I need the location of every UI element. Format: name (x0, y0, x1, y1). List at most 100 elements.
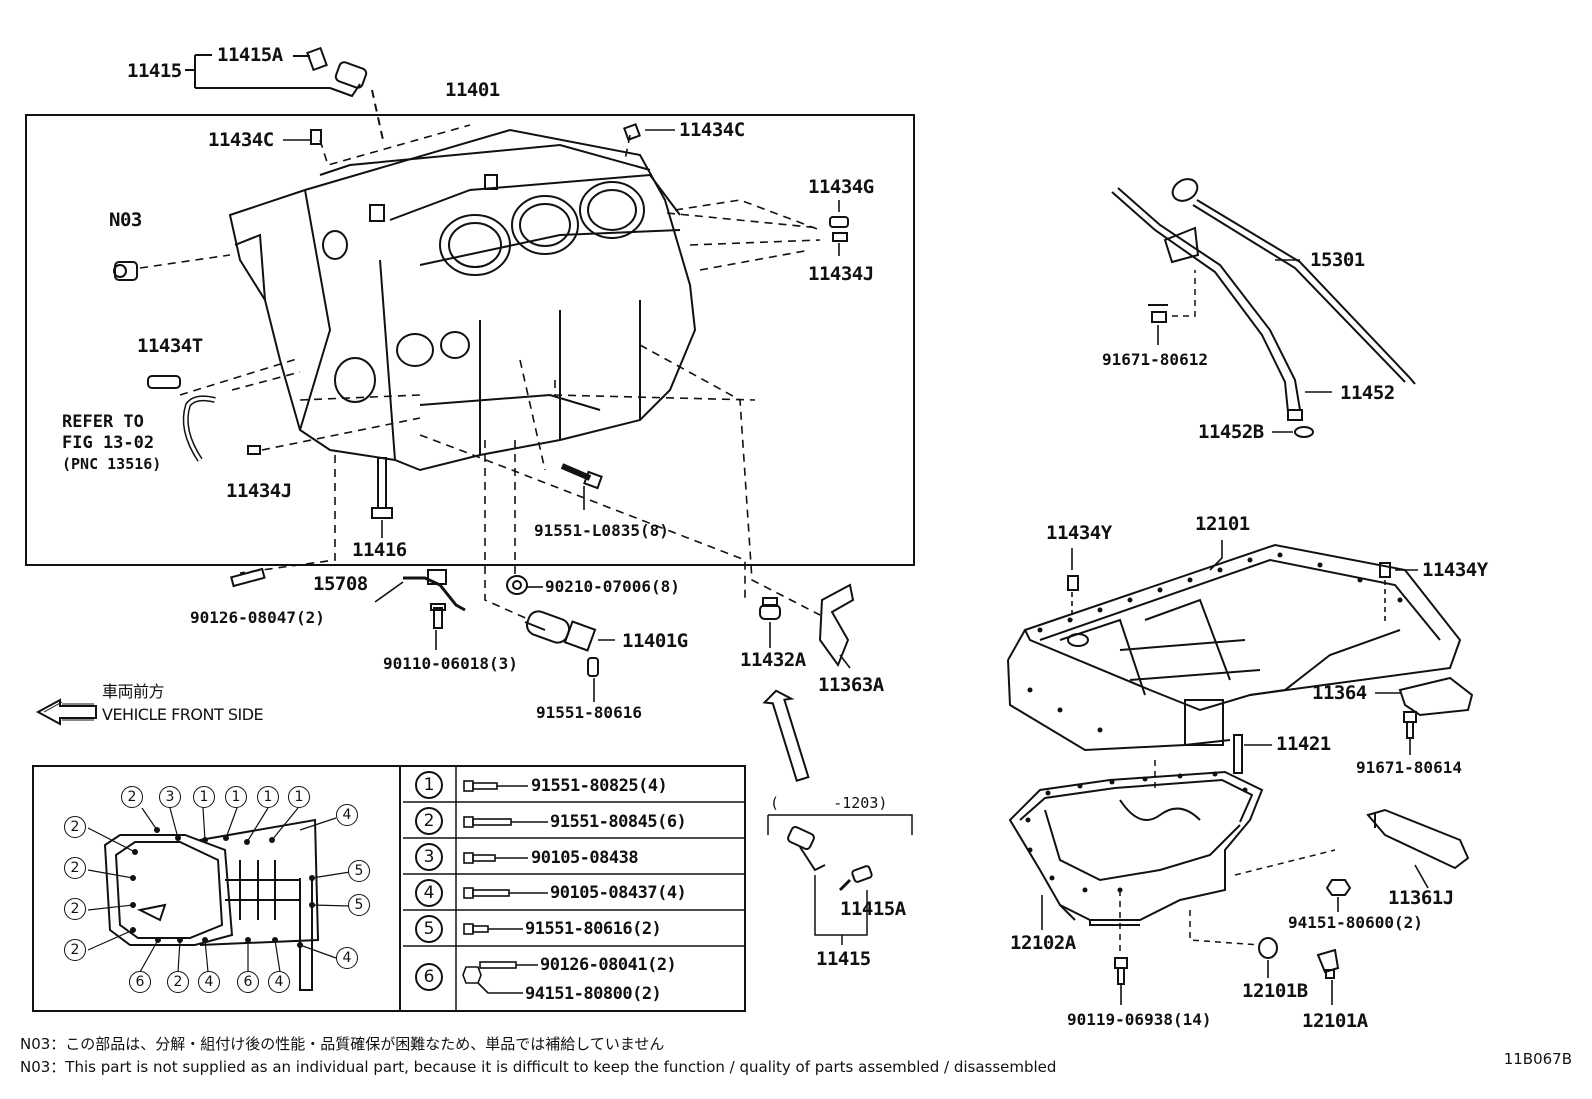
label-91551-L0835: 91551-L0835(8) (534, 521, 669, 540)
note-jp: N03：この部品は、分解・組付け後の性能・品質確保が困難なため、単品では補給して… (20, 1035, 665, 1053)
label-11432A: 11432A (740, 649, 806, 671)
key-marker-3-top: 3 (159, 786, 181, 808)
bolt-pattern-leaders (87, 807, 351, 973)
label-11415A-top: 11415A (217, 44, 283, 66)
label-91671-80614: 91671-80614 (1356, 758, 1462, 777)
oil-pan-lower-icon (1008, 770, 1264, 926)
range-note: ( -1203) (770, 794, 888, 812)
label-11434G: 11434G (808, 176, 874, 198)
bolt-key-frame (32, 765, 746, 1012)
bolt-90110-icon (430, 603, 446, 629)
table-row-6-num: 6 (415, 963, 443, 991)
refer-to-line1: REFER TO (62, 412, 144, 432)
washer-90210-icon (506, 575, 528, 595)
key-marker-5-b: 5 (348, 894, 370, 916)
key-marker-4-top: 4 (336, 804, 358, 826)
direction-jp: 車両前方 (102, 682, 165, 701)
table-row-6-part-b: 94151-80800(2) (525, 984, 662, 1004)
key-marker-2-left-a: 2 (64, 816, 86, 838)
label-90210-07006: 90210-07006(8) (545, 577, 680, 596)
table-row-3-part: 90105-08438 (531, 848, 639, 868)
label-11434Y-left: 11434Y (1046, 522, 1112, 544)
label-12102A: 12102A (1010, 932, 1076, 954)
bolt-4-icon (463, 887, 548, 899)
label-11415-bottom: 11415 (816, 948, 871, 970)
label-90126-08047: 90126-08047(2) (190, 608, 325, 627)
pin-11434G-icon (829, 216, 849, 228)
label-11415-top: 11415 (127, 60, 182, 82)
bolt-11415A-icon (838, 865, 873, 892)
pin-11434J-right-icon (832, 232, 848, 242)
table-row-4-part: 90105-08437(4) (550, 883, 687, 903)
key-marker-4-bottom-b: 4 (268, 971, 290, 993)
label-90119-06938: 90119-06938(14) (1067, 1010, 1212, 1029)
key-marker-2-bottom: 2 (167, 971, 189, 993)
bolt-1-icon (463, 780, 528, 792)
label-11452B: 11452B (1198, 421, 1264, 443)
label-11401G: 11401G (622, 630, 688, 652)
label-12101B: 12101B (1242, 980, 1308, 1002)
label-11421: 11421 (1276, 733, 1331, 755)
bolt-pattern-holes (130, 827, 315, 948)
bolt-pattern-drawing (103, 818, 320, 991)
bolt-91671-80614-icon (1403, 711, 1417, 739)
label-11363A: 11363A (818, 674, 884, 696)
label-15301: 15301 (1310, 249, 1365, 271)
sensor-11401G-icon (524, 610, 597, 652)
label-11434Y-right: 11434Y (1422, 559, 1488, 581)
bracket-11363A-icon (818, 583, 855, 668)
up-arrow-icon (762, 689, 810, 783)
table-row-1-part: 91551-80825(4) (531, 776, 668, 796)
pin-11434Y-right-icon (1379, 562, 1391, 578)
stud-11421-icon (1233, 734, 1243, 774)
oil-pan-upper-icon (1007, 543, 1462, 752)
table-row-5-num: 5 (415, 915, 443, 943)
label-94151-80600: 94151-80600(2) (1288, 913, 1423, 932)
note-en: N03：This part is not supplied as an indi… (20, 1058, 1057, 1076)
label-11434C-left: 11434C (208, 129, 274, 151)
label-11416: 11416 (352, 539, 407, 561)
label-91671-80612: 91671-80612 (1102, 350, 1208, 369)
cylinder-block-frame (25, 114, 915, 566)
plug-11432A-icon (759, 597, 781, 620)
key-marker-2-left-b: 2 (64, 857, 86, 879)
key-marker-2-left-c: 2 (64, 898, 86, 920)
stud-90126-icon (230, 567, 266, 588)
label-11361J: 11361J (1388, 887, 1454, 909)
table-row-4-num: 4 (415, 879, 443, 907)
refer-to-line3: (PNC 13516) (62, 455, 162, 473)
refer-to-line2: FIG 13-02 (62, 433, 155, 453)
o-ring-11452B-icon (1294, 426, 1314, 438)
label-11434J-left: 11434J (226, 480, 292, 502)
bracket-15708-icon (403, 569, 466, 612)
front-direction-arrow-icon (35, 698, 97, 726)
sensor-11415-icon (787, 825, 826, 872)
key-marker-1-b: 1 (225, 786, 247, 808)
key-marker-6-a: 6 (129, 971, 151, 993)
key-marker-2-top: 2 (121, 786, 143, 808)
drain-plug-12101A-icon (1316, 948, 1340, 979)
dipstick-icon (1171, 178, 1416, 385)
table-row-6-part-a: 90126-08041(2) (540, 955, 677, 975)
table-row-2-num: 2 (415, 807, 443, 835)
baffle-11361J-icon (1366, 808, 1470, 870)
label-11415A-bottom: 11415A (840, 898, 906, 920)
table-row-3-num: 3 (415, 843, 443, 871)
bolt-90119-icon (1114, 957, 1128, 985)
label-90110-06018: 90110-06018(3) (383, 654, 518, 673)
key-marker-2-left-d: 2 (64, 939, 86, 961)
table-row-2-part: 91551-80845(6) (550, 812, 687, 832)
table-row-1-num: 1 (415, 771, 443, 799)
pin-11434Y-left-icon (1067, 575, 1079, 591)
gasket-12101B-icon (1258, 937, 1278, 959)
direction-en: VEHICLE FRONT SIDE (102, 705, 264, 724)
label-11364: 11364 (1312, 682, 1367, 704)
label-N03: N03 (109, 209, 142, 231)
bolt-key-table-grid (403, 766, 745, 1011)
label-11434C-right: 11434C (679, 119, 745, 141)
pin-11434T-icon (147, 375, 181, 389)
n03-plug-icon (113, 261, 138, 281)
label-11452: 11452 (1340, 382, 1395, 404)
bolt-91551-80616-icon (587, 657, 599, 677)
bolt-11416-icon (371, 457, 393, 519)
